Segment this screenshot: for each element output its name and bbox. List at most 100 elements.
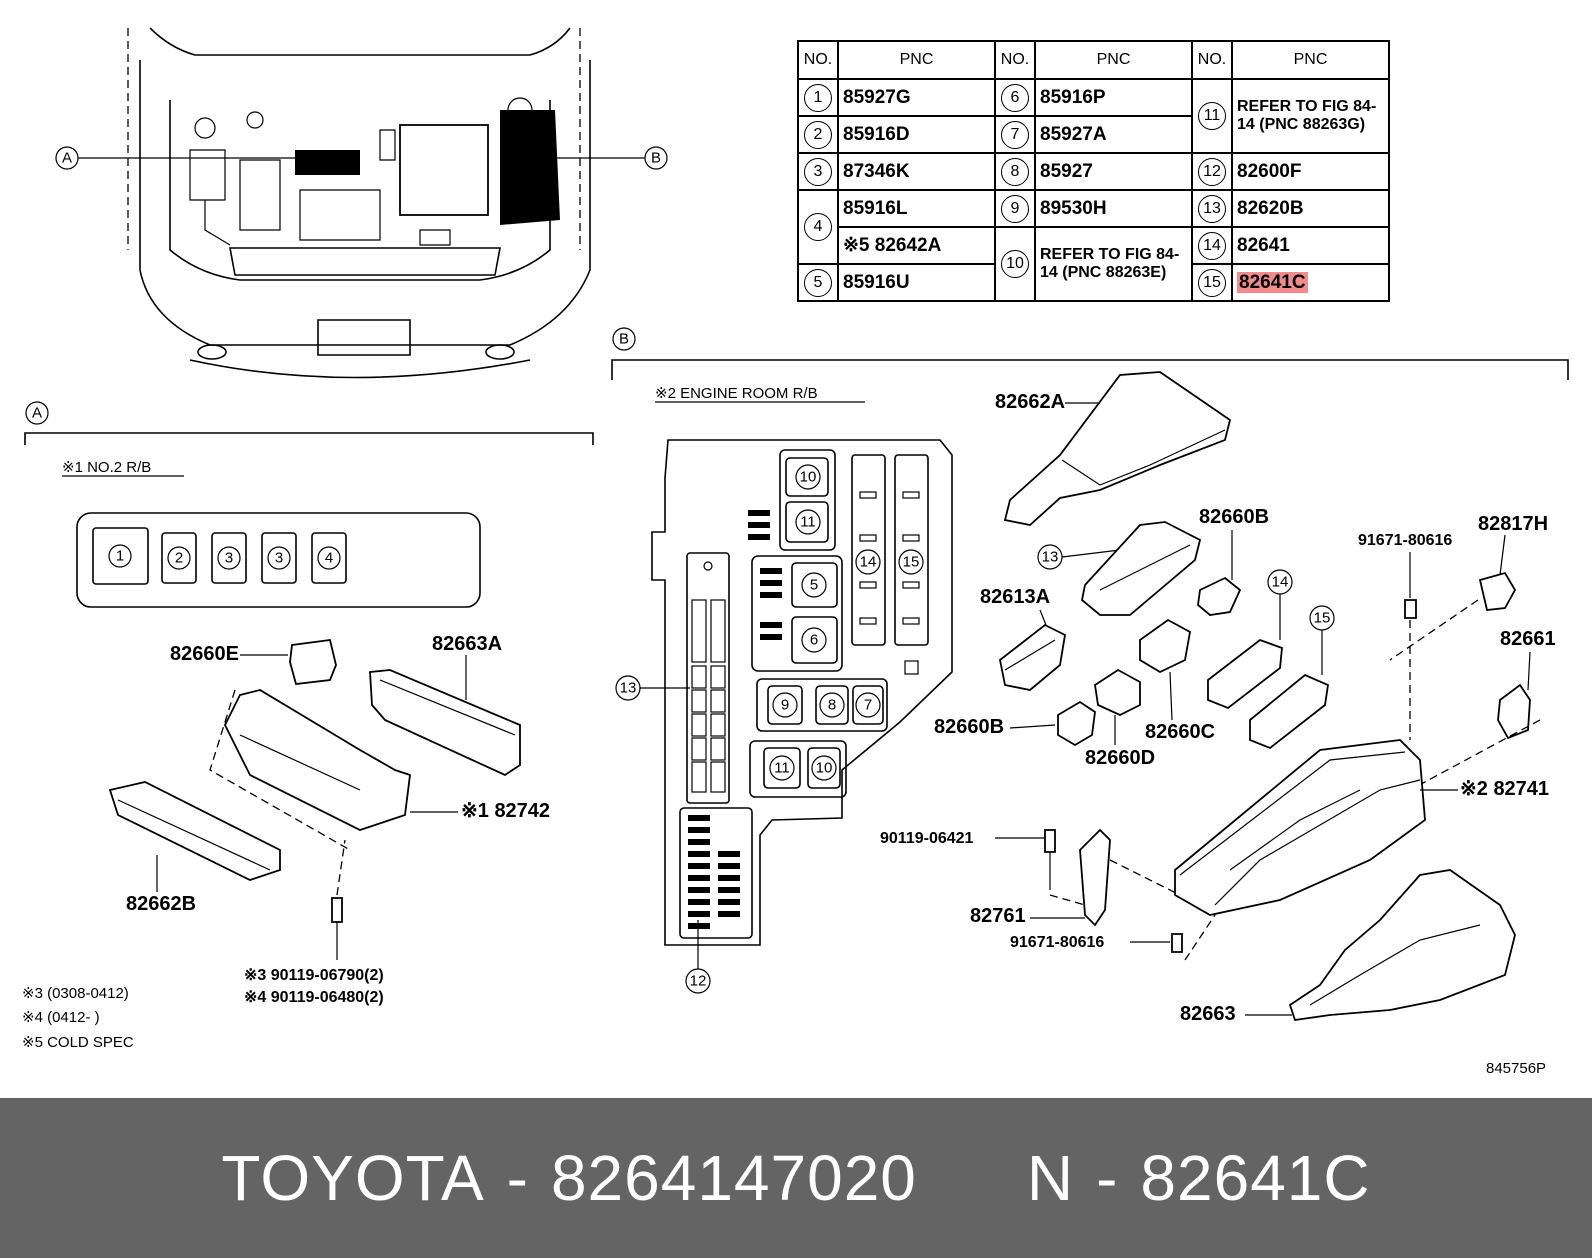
row-pnc[interactable]: 85927G: [837, 78, 996, 117]
label-82660d: 82660D: [1085, 747, 1155, 769]
header-no-3: NO.: [1191, 40, 1233, 80]
box-num-6: 6: [810, 632, 818, 649]
footer-bar: TOYOTA - 8264147020 N - 82641C: [0, 1098, 1592, 1258]
row-no: 14: [1198, 231, 1226, 260]
row-pnc[interactable]: 89530H: [1034, 189, 1193, 228]
row-no: 5: [804, 268, 832, 297]
label-82741: ※2 82741: [1460, 778, 1549, 800]
footer-brand: TOYOTA: [221, 1142, 485, 1214]
footer-separator: -: [1096, 1142, 1119, 1214]
header-pnc-3: PNC: [1231, 40, 1390, 80]
callout-14: 14: [1272, 574, 1289, 591]
table-row: 2 85916D 7 85927A: [797, 115, 1389, 154]
label-bolt-90119: 90119-06421: [880, 830, 974, 847]
footer-separator: -: [506, 1142, 529, 1214]
label-82761: 82761: [970, 905, 1026, 927]
callout-13: 13: [1042, 549, 1059, 566]
label-bolt-3: ※3 90119-06790(2): [244, 967, 384, 984]
row-no: 8: [1001, 157, 1029, 186]
table-header-row: NO. PNC NO. PNC NO. PNC: [797, 40, 1390, 80]
label-82660e: 82660E: [170, 643, 239, 665]
table-row: 3 87346K 8 85927 12 82600F: [797, 152, 1390, 191]
label-82660b-top: 82660B: [1199, 506, 1269, 528]
row-no: 7: [1001, 120, 1029, 149]
section-b: B ※2 ENGINE ROOM R/B 10 11 5 6 14 15: [611, 327, 1569, 1025]
svg-text:B: B: [619, 331, 629, 348]
callout-a-top: A: [55, 146, 330, 170]
header-no-1: NO.: [797, 40, 839, 80]
row-pnc[interactable]: 82600F: [1231, 152, 1390, 191]
label-82742: ※1 82742: [461, 800, 550, 822]
note-3: ※3 (0308-0412): [22, 985, 129, 1002]
notes: ※3 (0308-0412) ※4 (0412- ) ※5 COLD SPEC: [22, 985, 134, 1051]
row-pnc[interactable]: 82641: [1231, 226, 1390, 265]
footer-text: TOYOTA - 8264147020 N - 82641C: [0, 1098, 1592, 1258]
car-front-illustration: [127, 27, 591, 379]
row-pnc[interactable]: 85916P: [1034, 78, 1193, 117]
label-82662b: 82662B: [126, 893, 196, 915]
box-num-7: 7: [864, 697, 872, 714]
pnc-table: NO. PNC NO. PNC NO. PNC 1 85927G 6 85916…: [797, 40, 1390, 302]
row-pnc[interactable]: 85927: [1034, 152, 1193, 191]
label-bolt-4: ※4 90119-06480(2): [244, 989, 384, 1006]
footer-code-prefix: N: [1026, 1142, 1075, 1214]
row-no: 1: [804, 83, 832, 112]
label-82662a: 82662A: [995, 391, 1065, 413]
footer-part-number: 8264147020: [550, 1142, 917, 1214]
callout-15: 15: [1314, 610, 1331, 627]
box-num-12: 12: [690, 973, 707, 990]
row-no: 2: [804, 120, 832, 149]
row-pnc-cold-spec[interactable]: ※5 82642A: [837, 226, 996, 265]
row-pnc[interactable]: 85916L: [837, 189, 996, 228]
fuse-num-2: 2: [175, 550, 183, 567]
row-pnc[interactable]: 85916D: [837, 115, 996, 154]
row-pnc-refer[interactable]: REFER TO FIG 84-14 (PNC 88263G): [1231, 78, 1390, 154]
row-no: 6: [1001, 83, 1029, 112]
row-no: 15: [1198, 268, 1226, 297]
box-num-13: 13: [620, 680, 637, 697]
box-num-9: 9: [781, 697, 789, 714]
table-row: 4 85916L 9 89530H 13 82620B: [797, 189, 1390, 265]
row-no: 11: [1198, 102, 1226, 130]
header-pnc-1: PNC: [837, 40, 996, 80]
label-82663: 82663: [1180, 1003, 1236, 1025]
row-no: 10: [1001, 250, 1029, 278]
row-no: 13: [1198, 194, 1226, 223]
callout-b-top: B: [520, 146, 668, 170]
section-a-title: ※1 NO.2 R/B: [62, 459, 151, 476]
footer-code: 82641C: [1140, 1142, 1371, 1214]
row-pnc[interactable]: 87346K: [837, 152, 996, 191]
box-num-11b: 11: [774, 760, 790, 777]
header-pnc-2: PNC: [1034, 40, 1193, 80]
row-no: 4: [804, 213, 832, 241]
row-pnc-refer[interactable]: REFER TO FIG 84-14 (PNC 88263E): [1034, 226, 1193, 302]
note-5: ※5 COLD SPEC: [22, 1034, 134, 1051]
highlighted-pnc[interactable]: 82641C: [1237, 271, 1308, 293]
label-82661: 82661: [1500, 628, 1556, 650]
no2-rb-panel: [76, 512, 481, 608]
label-bolt-91671-bottom: 91671-80616: [1010, 934, 1104, 951]
box-num-8: 8: [828, 697, 836, 714]
svg-text:B: B: [651, 150, 661, 167]
table-row: 5 85916U 15 82641C: [797, 263, 1390, 302]
note-4: ※4 (0412- ): [22, 1009, 100, 1026]
row-no: 3: [804, 157, 832, 186]
row-no: 12: [1198, 157, 1226, 186]
box-num-10a: 10: [800, 469, 817, 486]
label-bolt-91671-top: 91671-80616: [1358, 532, 1452, 549]
section-b-title: ※2 ENGINE ROOM R/B: [655, 385, 818, 402]
row-pnc[interactable]: 85916U: [837, 263, 996, 302]
box-num-10b: 10: [816, 760, 833, 777]
row-no: 9: [1001, 194, 1029, 223]
label-82660b: 82660B: [934, 716, 1004, 738]
label-82613a: 82613A: [980, 586, 1050, 608]
box-num-5: 5: [810, 577, 818, 594]
fuse-num-4: 4: [325, 550, 333, 567]
label-82817h: 82817H: [1478, 513, 1548, 535]
fuse-num-3a: 3: [225, 550, 233, 567]
row-pnc[interactable]: 82620B: [1231, 189, 1390, 228]
fuse-num-3b: 3: [275, 550, 283, 567]
row-pnc[interactable]: 85927A: [1034, 115, 1193, 154]
svg-text:A: A: [62, 150, 72, 167]
fuse-num-1: 1: [116, 548, 124, 565]
